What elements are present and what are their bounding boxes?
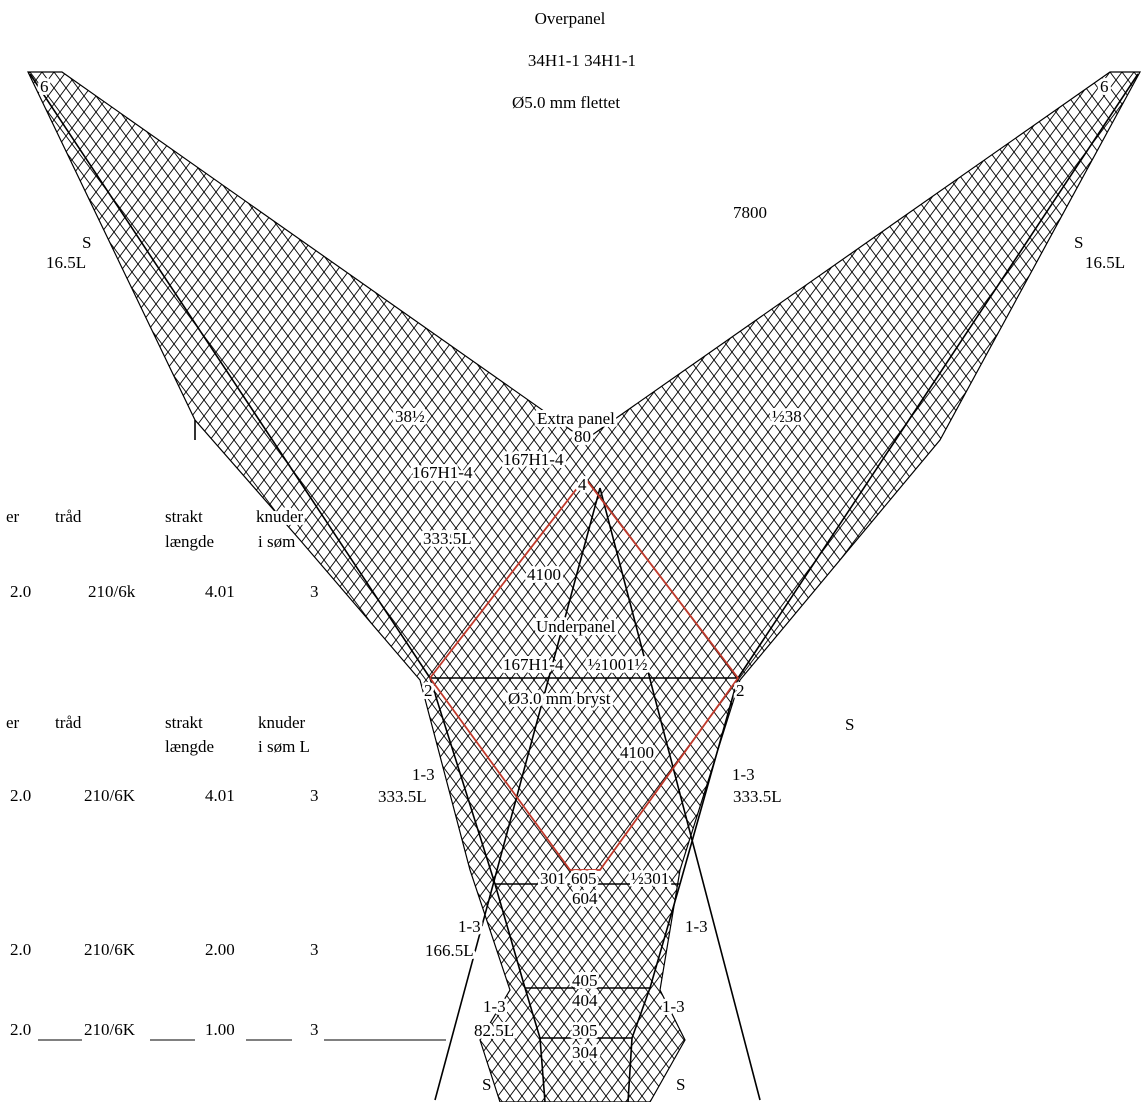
table-row4-c: 1.00 [205,1020,235,1039]
section5-top: 305 [572,1021,598,1040]
extra-panel-bottom: 4 [578,475,587,494]
table-row2-a: 2.0 [10,786,31,805]
table-row3-a: 2.0 [10,940,31,959]
right-selvedge-s: S [1074,233,1083,252]
underpanel-right-corner: 2 [736,681,745,700]
section2-top-mid: 605 [571,869,597,888]
right-corner-mesh: 6 [1100,77,1109,96]
left-corner-mesh: 6 [40,77,49,96]
underpanel-width: ½1001½ [588,655,648,674]
table2-col-c1: strakt [165,713,203,732]
underpanel-title: Underpanel [536,617,616,636]
table-row4-b: 210/6K [84,1020,136,1039]
section3-left-taper: 166.5L [425,941,474,960]
underpanel-code: 167H1-4 [503,655,564,674]
extra-panel-diamond [429,476,740,871]
section1-right-taper: 333.5L [733,787,782,806]
right-taper: 16.5L [1085,253,1125,272]
section4-top: 405 [572,971,598,990]
table-row1-a: 2.0 [10,582,31,601]
table-row2-d: 3 [310,786,319,805]
net-mesh-body [27,71,1142,1102]
extra-panel-left-taper: 333.5L [423,529,472,548]
table1-col-b: tråd [55,507,82,526]
section1-right-cut: 1-3 [732,765,755,784]
section4-left-taper: 82.5L [474,1021,514,1040]
underpanel-twine: Ø3.0 mm bryst [508,689,611,708]
section3-left-cut: 1-3 [458,917,481,936]
section2-bottom-mid: 604 [572,889,598,908]
table-row4-a: 2.0 [10,1020,31,1039]
table2-col-d1: knuder [258,713,306,732]
section5-left-s: S [482,1075,491,1094]
extra-panel-mesh: 4100 [527,565,561,584]
underpanel-mesh: 4100 [620,743,654,762]
section2-top-right: ½301 [631,869,669,888]
section1-left-cut: 1-3 [412,765,435,784]
table1-col-d2: i søm [258,532,295,551]
extra-panel-title: Extra panel [537,409,615,428]
table2-col-b: tråd [55,713,82,732]
overpanel-twine: Ø5.0 mm flettet [512,93,620,112]
section5-right-s: S [676,1075,685,1094]
table-row1-b: 210/6k [88,582,136,601]
right-inner-cut: ½38 [772,407,802,426]
section5-bottom: 304 [572,1043,598,1062]
section2-top-left: 301 [540,869,566,888]
overpanel-width: 7800 [733,203,767,222]
section4-bottom: 404 [572,991,598,1010]
table2-col-c2: længde [165,737,214,756]
table1-col-a: er [6,507,20,526]
extra-panel-top: 80 [574,427,591,446]
table1-col-c2: længde [165,532,214,551]
section4-right-cut: 1-3 [662,997,685,1016]
extra-panel-left-code: 167H1-4 [412,463,473,482]
net-frame-lines [29,73,1139,1102]
table-row1-d: 3 [310,582,319,601]
table-row3-d: 3 [310,940,319,959]
left-selvedge-s: S [82,233,91,252]
table1-col-d1: knuder [256,507,304,526]
left-taper: 16.5L [46,253,86,272]
underpanel-left-corner: 2 [424,681,433,700]
table-row2-c: 4.01 [205,786,235,805]
left-inner-cut: 38½ [395,407,425,426]
overpanel-codes: 34H1-1 34H1-1 [528,51,636,70]
section4-left-cut: 1-3 [483,997,506,1016]
spec-table: er tråd strakt længde knuder i søm 2.0 2… [6,504,446,1041]
section1-left-taper: 333.5L [378,787,427,806]
table-row3-c: 2.00 [205,940,235,959]
extra-panel-code: 167H1-4 [503,450,564,469]
table-row4-d: 3 [310,1020,319,1039]
underpanel-s: S [845,715,854,734]
table2-col-a: er [6,713,20,732]
table2-col-d2: i søm L [258,737,310,756]
section3-right-cut: 1-3 [685,917,708,936]
table-row3-b: 210/6K [84,940,136,959]
overpanel-title: Overpanel [535,9,606,28]
table1-col-c1: strakt [165,507,203,526]
table-row2-b: 210/6K [84,786,136,805]
table-row1-c: 4.01 [205,582,235,601]
